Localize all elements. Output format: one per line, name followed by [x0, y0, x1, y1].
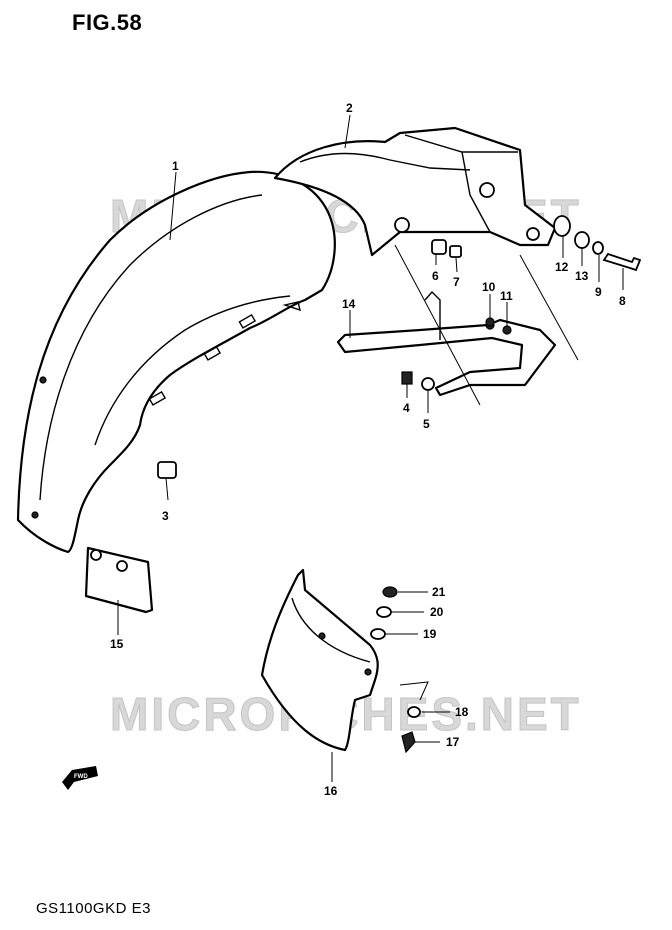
bolt-17 — [401, 731, 416, 754]
callout-11: 11 — [500, 289, 513, 303]
callout-7: 7 — [453, 275, 460, 289]
callout-3: 3 — [162, 509, 169, 523]
nut-11 — [502, 325, 512, 335]
callout-20: 20 — [430, 605, 444, 619]
callout-18: 18 — [455, 705, 469, 719]
callout-1: 1 — [172, 159, 179, 173]
flap-part — [84, 546, 154, 614]
callout-19: 19 — [423, 627, 437, 641]
callout-leaders — [117, 114, 624, 782]
bolt-4 — [401, 371, 413, 385]
callout-8: 8 — [619, 294, 626, 308]
washer-9 — [592, 241, 604, 255]
callout-6: 6 — [432, 269, 439, 283]
nut-21 — [382, 586, 398, 598]
washer-19 — [370, 628, 386, 640]
callout-21: 21 — [432, 585, 446, 599]
washer-12 — [553, 215, 571, 237]
callout-17: 17 — [446, 735, 460, 749]
assembly-guide-lines — [394, 244, 579, 701]
callout-10: 10 — [482, 280, 496, 294]
nut-10 — [485, 317, 495, 327]
callout-labels: 1 2 3 4 5 6 7 8 9 10 11 12 13 14 15 16 1… — [110, 101, 626, 798]
model-code: GS1100GKD E3 — [36, 900, 151, 917]
bolt-8 — [602, 252, 642, 272]
forward-arrow-icon: FWD — [62, 766, 98, 790]
mud-flap-part — [260, 568, 379, 752]
fender-bracket-part — [273, 126, 557, 257]
callout-5: 5 — [423, 417, 430, 431]
spacer-6 — [431, 239, 447, 255]
nut-7 — [449, 245, 462, 258]
rear-fender-part — [16, 170, 336, 554]
strut-bracket-part — [336, 290, 557, 397]
callout-9: 9 — [595, 285, 602, 299]
callout-2: 2 — [346, 101, 353, 115]
grommet-3 — [157, 461, 177, 479]
washer-20 — [376, 606, 392, 618]
washer-5 — [421, 377, 435, 391]
figure-title: FIG.58 — [72, 10, 143, 35]
callout-15: 15 — [110, 637, 124, 651]
washer-13 — [574, 231, 590, 249]
hardware-items — [157, 215, 642, 754]
callout-13: 13 — [575, 269, 589, 283]
fwd-label: FWD — [74, 774, 88, 780]
nut-18 — [407, 706, 421, 718]
callout-12: 12 — [555, 260, 569, 274]
callout-16: 16 — [324, 784, 338, 798]
callout-4: 4 — [403, 401, 410, 415]
callout-14: 14 — [342, 297, 356, 311]
